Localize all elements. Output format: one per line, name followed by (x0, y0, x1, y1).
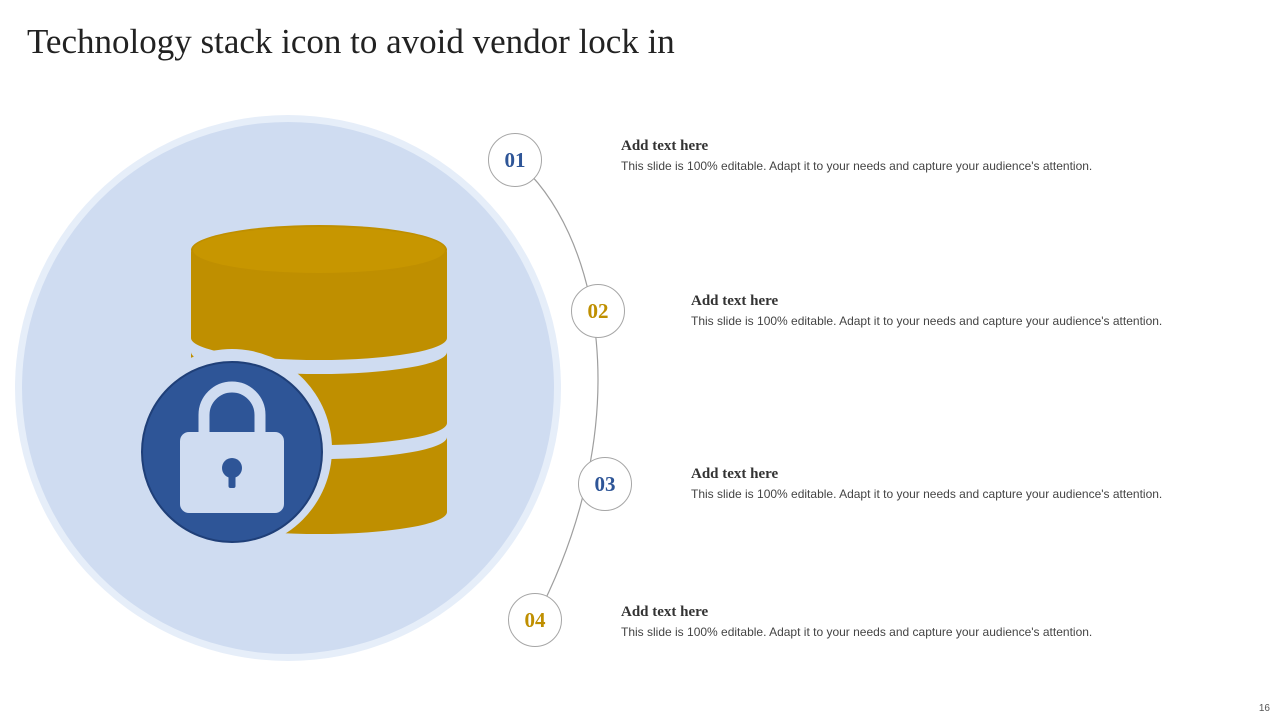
step-number-04: 04 (508, 593, 562, 647)
step-number-02: 02 (571, 284, 625, 338)
step-number-label: 01 (504, 147, 526, 172)
step-text-04: Add text here This slide is 100% editabl… (621, 603, 1221, 639)
step-number-label: 03 (594, 471, 616, 496)
step-text-03: Add text here This slide is 100% editabl… (691, 465, 1280, 501)
step-body: This slide is 100% editable. Adapt it to… (691, 314, 1163, 328)
connector-arc (514, 159, 599, 621)
step-heading: Add text here (621, 604, 709, 620)
step-number-01: 01 (488, 133, 542, 187)
keyhole-icon (222, 458, 242, 488)
step-body: This slide is 100% editable. Adapt it to… (621, 625, 1093, 639)
step-body: This slide is 100% editable. Adapt it to… (691, 487, 1163, 501)
step-number-03: 03 (578, 457, 632, 511)
step-heading: Add text here (691, 293, 779, 309)
step-number-label: 02 (587, 298, 609, 323)
step-heading: Add text here (691, 466, 779, 482)
step-number-label: 04 (524, 607, 546, 632)
step-heading: Add text here (621, 138, 709, 154)
step-body: This slide is 100% editable. Adapt it to… (621, 159, 1093, 173)
slide-title: Technology stack icon to avoid vendor lo… (27, 22, 675, 61)
step-text-01: Add text here This slide is 100% editabl… (621, 137, 1221, 173)
step-text-02: Add text here This slide is 100% editabl… (691, 292, 1280, 328)
lock-icon (132, 349, 332, 549)
page-number: 16 (1258, 703, 1270, 714)
